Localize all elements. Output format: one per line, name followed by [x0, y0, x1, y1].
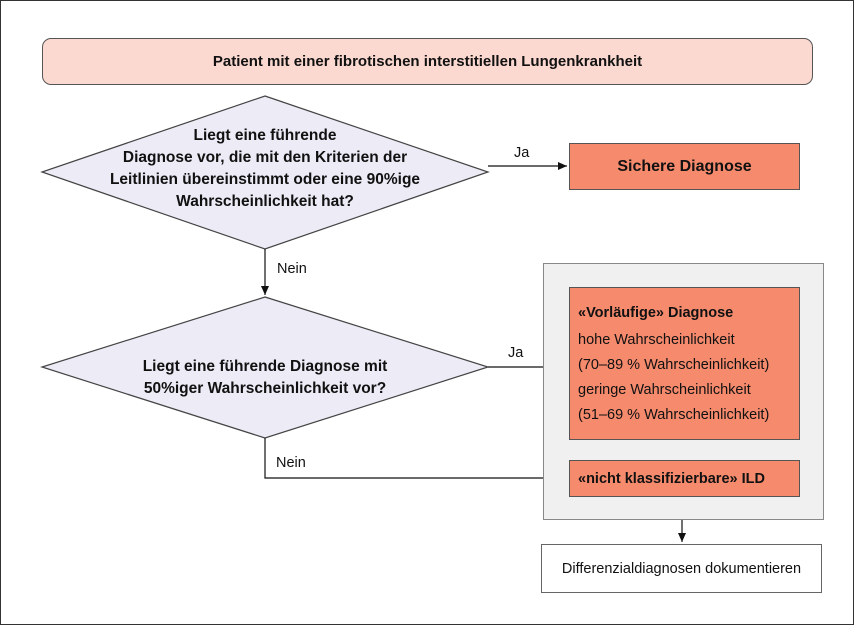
yes-label-2: Ja: [508, 345, 524, 361]
preliminary-diagnosis-box: «Vorläufige» Diagnose hohe Wahrscheinlic…: [569, 287, 800, 440]
yes-label-1: Ja: [514, 145, 530, 161]
decision-2-text: Liegt eine führende Diagnose mit 50%iger…: [102, 356, 428, 400]
decision-1-line: Wahrscheinlichkeit hat?: [176, 193, 354, 210]
start-box: Patient mit einer fibrotischen interstit…: [42, 38, 813, 85]
decision-1-line: Leitlinien übereinstimmt oder eine 90%ig…: [109, 171, 421, 188]
decision-1-text: Liegt eine führende Diagnose vor, die mi…: [82, 125, 448, 213]
no-label-1: Nein: [277, 261, 307, 277]
sure-diagnosis-box: Sichere Diagnose: [569, 143, 800, 190]
line-no-2: [264, 438, 543, 479]
preliminary-line: hohe Wahrscheinlichkeit: [578, 332, 735, 348]
decision-2-line: Liegt eine führende Diagnose mit: [142, 358, 388, 375]
preliminary-line: (51–69 % Wahrscheinlichkeit): [578, 407, 770, 423]
preliminary-line: geringe Wahrscheinlichkeit: [578, 382, 751, 398]
decision-1-line: Diagnose vor, die mit den Kriterien der: [122, 149, 408, 166]
no-label-2: Nein: [276, 455, 306, 471]
preliminary-line: (70–89 % Wahrscheinlichkeit): [578, 357, 770, 373]
decision-1-line: Liegt eine führende: [193, 127, 337, 144]
unclassifiable-ild-box: «nicht klassifizierbare» ILD: [569, 460, 800, 497]
sure-diagnosis-text: Sichere Diagnose: [617, 157, 752, 175]
decision-2-line: 50%iger Wahrscheinlichkeit vor?: [143, 380, 387, 397]
unclassifiable-ild-text: «nicht klassifizierbare» ILD: [578, 470, 765, 487]
differential-diagnoses-box: Differenzialdiagnosen dokumentieren: [541, 544, 822, 593]
differential-diagnoses-text: Differenzialdiagnosen dokumentieren: [561, 560, 802, 577]
start-box-text: Patient mit einer fibrotischen interstit…: [212, 53, 643, 70]
preliminary-diagnosis-title: «Vorläufige» Diagnose: [578, 305, 734, 321]
